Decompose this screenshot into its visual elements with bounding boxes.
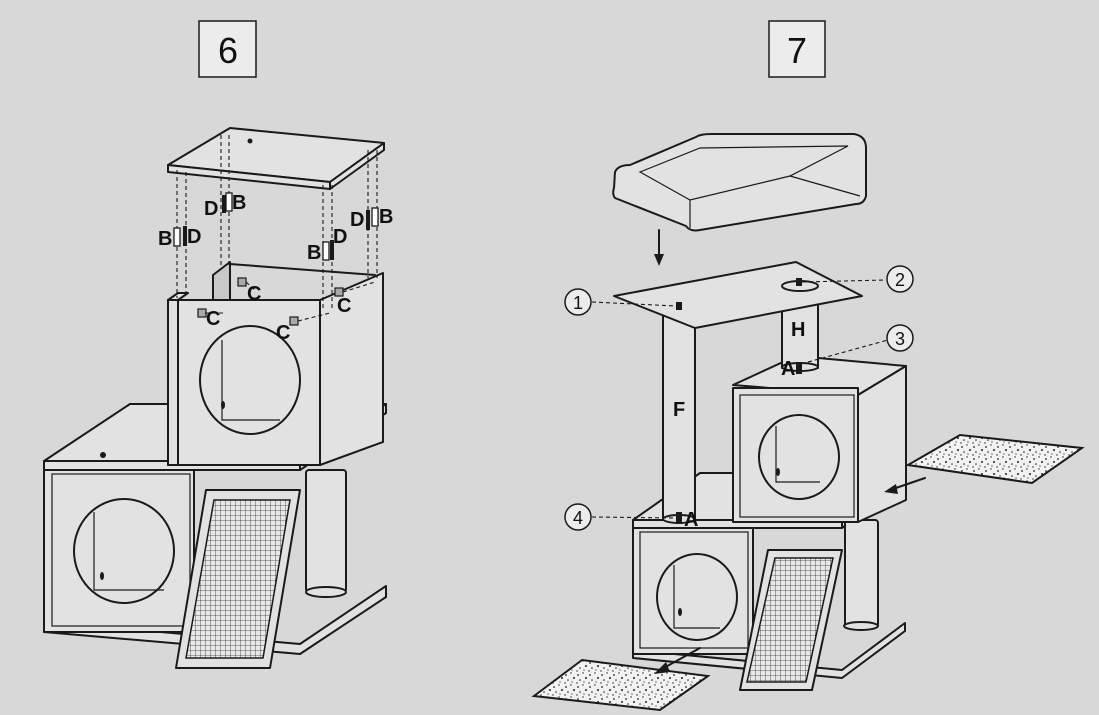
callout-1: 1 — [564, 288, 592, 316]
step-7-number: 7 — [787, 30, 807, 71]
label-d: D — [333, 226, 347, 248]
label-b: B — [158, 228, 172, 250]
upper-cube-7 — [732, 355, 907, 523]
label-f: F — [673, 399, 685, 421]
label-d: D — [204, 198, 218, 220]
callout-3: 3 — [886, 324, 914, 352]
step-6-number-box — [198, 20, 257, 78]
label-a: A — [781, 358, 795, 380]
top-plate-7 — [613, 261, 863, 329]
callout-4-number: 4 — [573, 508, 583, 528]
step-6-number: 6 — [218, 30, 238, 71]
label-c: C — [276, 322, 290, 344]
label-b: B — [232, 192, 246, 214]
label-b: B — [307, 242, 321, 264]
label-b: B — [379, 206, 393, 228]
base-hole — [73, 498, 175, 604]
hardware-guides — [173, 135, 379, 322]
label-a: A — [684, 509, 698, 531]
callout-3-number: 3 — [895, 329, 905, 349]
label-c: C — [247, 283, 261, 305]
callout-1-number: 1 — [573, 293, 583, 313]
cushion-bed — [612, 133, 867, 266]
sisal-mat — [531, 658, 711, 712]
upper-cube — [167, 261, 384, 466]
step-7-panel: 7 — [531, 20, 1085, 712]
label-d: D — [187, 226, 201, 248]
top-plate — [167, 127, 385, 190]
label-h: H — [791, 319, 805, 341]
sisal-mat — [905, 433, 1085, 485]
callout-4: 4 — [564, 503, 592, 531]
label-c: C — [337, 295, 351, 317]
label-c: C — [206, 308, 220, 330]
step-7-number-box — [768, 20, 826, 78]
post-f — [662, 311, 696, 524]
scratch-ramp — [175, 489, 301, 669]
callout-2: 2 — [886, 265, 914, 293]
callout-2-number: 2 — [895, 270, 905, 290]
step-6-panel: 6 — [43, 20, 393, 669]
label-d: D — [350, 209, 364, 231]
